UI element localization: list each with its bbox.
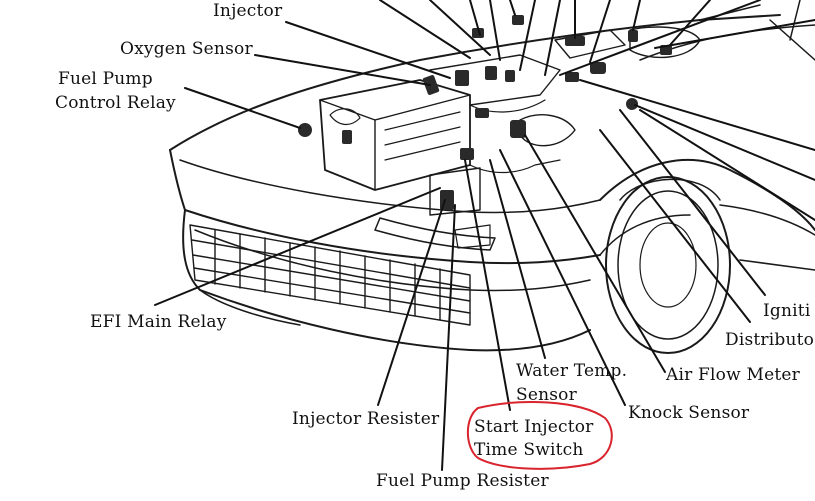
leader-water-temp-sensor (489, 159, 546, 359)
label-fuel-pump-control-relay-line2: Control Relay (55, 93, 176, 113)
label-efi-main-relay: EFI Main Relay (90, 312, 227, 332)
label-oxygen-sensor: Oxygen Sensor (120, 39, 253, 59)
label-air-flow-meter: Air Flow Meter (665, 365, 801, 385)
label-injector-resister: Injector Resister (292, 409, 440, 429)
leader-fuel-pump-control-relay (184, 87, 301, 129)
label-start-injector-time-switch-line2: Time Switch (474, 440, 584, 460)
label-start-injector-time-switch-line1: Start Injector (474, 417, 594, 437)
leader-start-injector-time-switch (464, 159, 511, 411)
leader-injector (285, 21, 451, 79)
leader-fuel-pump-resister (441, 204, 456, 471)
front-grille (189, 224, 471, 326)
label-water-temp-sensor-line1: Water Temp. (516, 361, 627, 381)
leader-air-flow-meter (524, 134, 666, 373)
headlight (374, 217, 496, 251)
leader-lines (154, 0, 815, 471)
front-wheel (605, 176, 731, 354)
label-knock-sensor: Knock Sensor (628, 403, 750, 423)
label-water-temp-sensor-line2: Sensor (516, 385, 578, 405)
car-body-outline (169, 0, 815, 352)
leader-ignition (619, 109, 766, 296)
leader-efi-main-relay (154, 187, 441, 306)
leader-knock-sensor (499, 149, 626, 406)
label-distributor: Distributo (725, 330, 814, 350)
leader-distributor (599, 129, 751, 323)
leader-oxygen-sensor (254, 54, 431, 86)
label-fuel-pump-control-relay-line1: Fuel Pump (58, 69, 153, 89)
leader-injector-resister (377, 199, 446, 406)
highlight-circle (466, 401, 613, 470)
label-fuel-pump-resister: Fuel Pump Resister (376, 471, 549, 491)
label-ignition: Igniti (763, 301, 811, 321)
label-injector: Injector (213, 1, 283, 21)
labels: Injector Oxygen Sensor Fuel Pump Control… (55, 1, 814, 491)
